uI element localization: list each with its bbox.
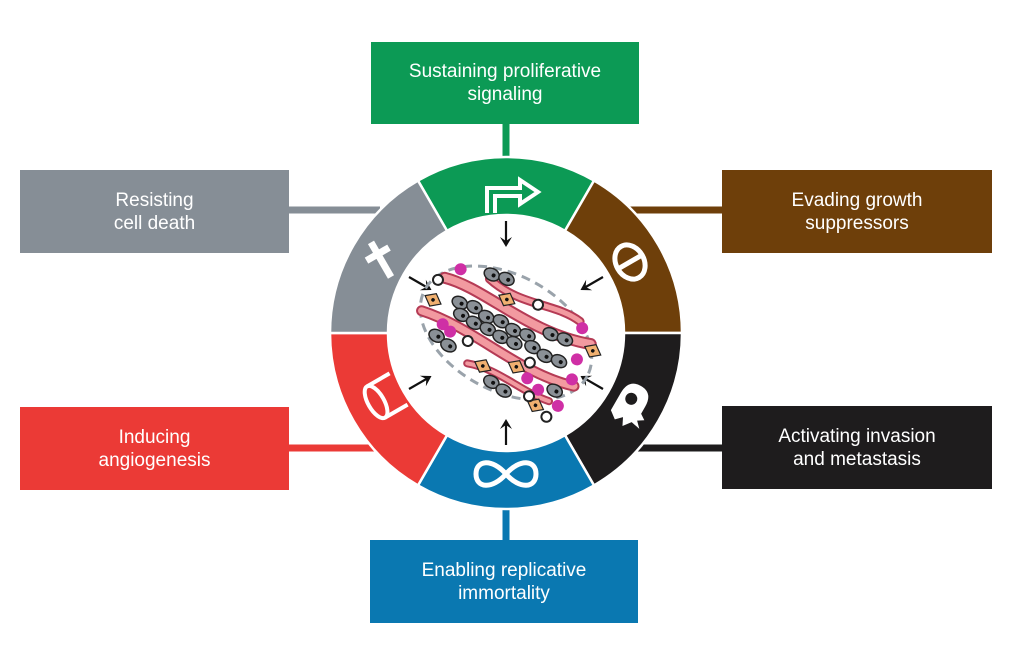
hallmark-box-enabling-replicative-immortality: Enabling replicative immortality xyxy=(370,540,638,623)
blood-vessel-icon xyxy=(362,371,409,421)
hallmark-box-resisting-cell-death: Resisting cell death xyxy=(20,170,289,253)
hallmark-box-activating-invasion-metastasis: Activating invasion and metastasis xyxy=(722,406,992,489)
hallmark-label-line: Inducing xyxy=(118,426,191,448)
hallmark-box-sustaining-proliferative-signaling: Sustaining proliferative signaling xyxy=(371,42,639,124)
hallmark-label-line: cell death xyxy=(113,212,196,234)
hallmark-box-inducing-angiogenesis: Inducing angiogenesis xyxy=(20,407,289,490)
hallmark-label-line: suppressors xyxy=(805,212,909,234)
inward-arrow-icon xyxy=(408,375,432,390)
hallmark-label-line: angiogenesis xyxy=(98,449,211,471)
hallmark-label-line: immortality xyxy=(458,582,550,604)
hallmark-label-line: Activating invasion xyxy=(778,425,936,447)
invading-cell-icon xyxy=(610,383,649,429)
hallmark-label-line: Resisting xyxy=(115,189,194,211)
inward-arrow-icon xyxy=(580,276,604,291)
hallmark-label-line: Sustaining proliferative xyxy=(408,61,602,82)
cross-icon xyxy=(364,240,395,279)
tumor-illustration xyxy=(416,263,602,423)
bent-arrow-icon xyxy=(485,176,542,213)
hallmark-label-line: Enabling replicative xyxy=(421,559,587,581)
infinity-icon xyxy=(473,460,539,488)
hallmark-label-line: and metastasis xyxy=(793,448,921,470)
inward-arrow-icon xyxy=(500,221,512,247)
hallmark-box-evading-growth-suppressors: Evading growth suppressors xyxy=(722,170,992,253)
no-entry-icon xyxy=(612,242,648,282)
inward-arrow-icon xyxy=(500,419,512,445)
hallmark-label-line: Evading growth xyxy=(791,189,923,211)
hallmark-label-line: signaling xyxy=(467,84,543,105)
